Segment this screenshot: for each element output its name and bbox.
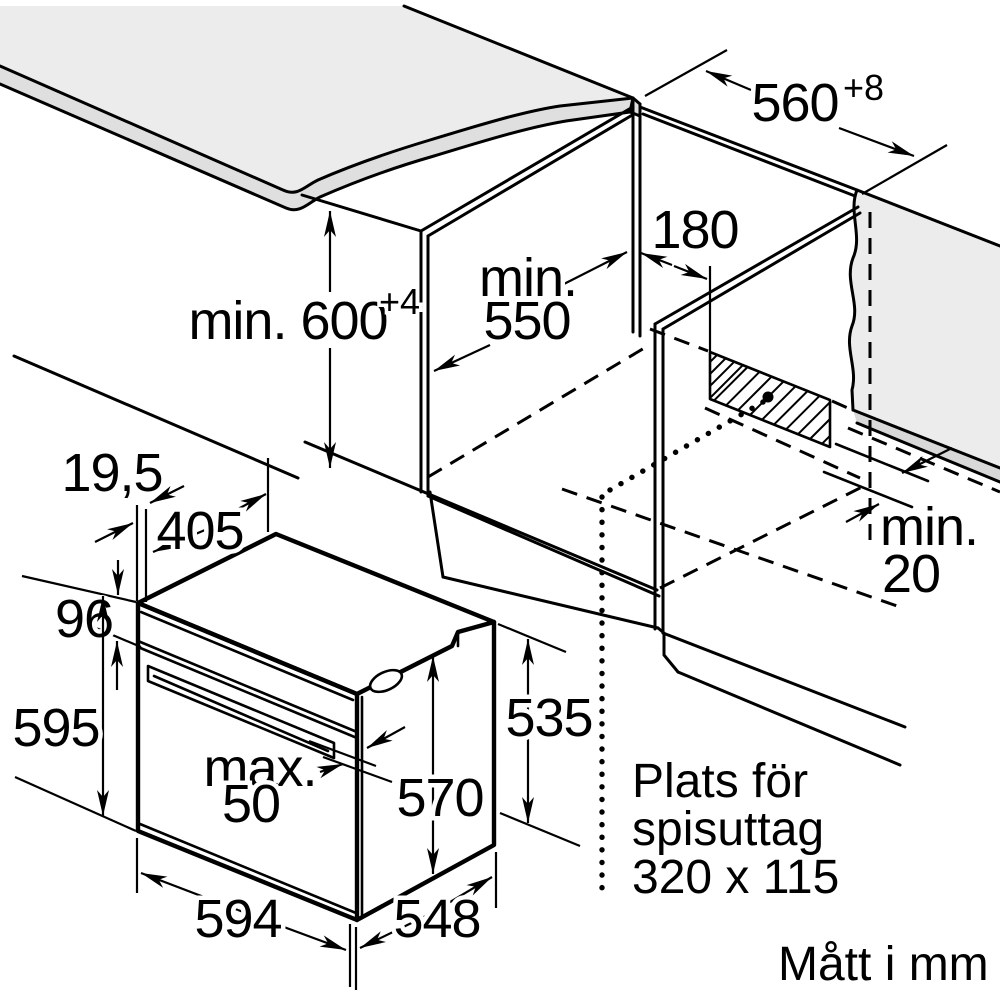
plinth-step bbox=[656, 626, 680, 674]
wall-base-strip bbox=[853, 410, 1000, 482]
control-panel-bottom bbox=[136, 639, 359, 740]
dim-rear-height: 535 bbox=[497, 622, 598, 848]
left-cabinet-floor-line bbox=[12, 354, 300, 480]
oven-top-front-inner bbox=[139, 610, 355, 702]
hidden-floor-back-left bbox=[427, 345, 647, 479]
dim-niche-height: min. 600 +4 bbox=[184, 211, 424, 468]
rear-gap-label-2: 20 bbox=[882, 544, 940, 604]
floor-line-right-1 bbox=[661, 631, 907, 729]
niche-top-rail-right bbox=[638, 105, 859, 198]
wall-surface bbox=[849, 190, 1000, 468]
outlet-hatching bbox=[709, 354, 831, 445]
rear-height-label: 535 bbox=[505, 688, 592, 748]
dim-oven-depth: 548 bbox=[359, 852, 498, 954]
cabinet-floor-front-edge bbox=[303, 440, 661, 598]
niche-top-edge bbox=[419, 106, 636, 238]
dim-oven-width: 594 bbox=[135, 838, 358, 990]
dim-top-depth: 405 bbox=[152, 458, 270, 566]
dim-rear-gap: min. 20 bbox=[845, 447, 984, 609]
niche-cabinet bbox=[12, 96, 930, 767]
units-label: Mått i mm bbox=[778, 938, 989, 991]
dim-handle-clearance: max. 50 bbox=[199, 726, 406, 839]
oven-front-outline bbox=[135, 600, 360, 923]
rear-gap-line-upper bbox=[834, 442, 930, 483]
oven-side-face bbox=[357, 622, 494, 920]
niche-depth-label-2: 550 bbox=[483, 291, 570, 351]
niche-width-tolerance: +8 bbox=[843, 67, 884, 108]
outlet-note-line2: spisuttag bbox=[632, 803, 824, 856]
hidden-backwall-line-a bbox=[649, 327, 851, 411]
dim-oven-height: 595 bbox=[8, 596, 137, 833]
dim-outlet-offset: 180 bbox=[640, 196, 744, 281]
dim-niche-depth: min. 550 bbox=[433, 244, 628, 372]
door-bottom-inner bbox=[138, 822, 358, 915]
right-wall bbox=[847, 188, 1000, 494]
outlet-note-line1: Plats för bbox=[632, 755, 808, 808]
handle-clearance-label-2: 50 bbox=[222, 774, 280, 834]
niche-depth-label-1: min. bbox=[479, 248, 577, 308]
hidden-floor-long bbox=[561, 487, 901, 609]
door-height-label: 570 bbox=[396, 768, 483, 828]
top-depth-label: 405 bbox=[156, 501, 243, 561]
dim-door-height: 570 bbox=[392, 656, 489, 874]
oven bbox=[135, 531, 497, 923]
niche-height-label: min. 600 bbox=[188, 291, 387, 351]
wall-base-strip-top bbox=[851, 408, 1000, 470]
wall-base-strip-bottom bbox=[855, 421, 1000, 484]
floor-end-face bbox=[428, 490, 445, 579]
rear-gap-label-1: min. bbox=[880, 497, 978, 557]
dim-panel-thickness: 19,5 bbox=[57, 439, 185, 602]
outlet-note: Plats för spisuttag 320 x 115 bbox=[632, 755, 839, 904]
side-panel-right-top bbox=[653, 205, 862, 331]
panel-height-label: 96 bbox=[55, 589, 113, 649]
oven-handle bbox=[146, 664, 336, 760]
panel-thickness-label: 19,5 bbox=[61, 443, 162, 503]
worktop-back-edge bbox=[402, 4, 635, 100]
side-grip-hole bbox=[368, 668, 404, 694]
worktop-front-edge-top bbox=[0, 64, 635, 194]
handle-clearance-label-1: max. bbox=[203, 738, 316, 798]
oven-width-label: 594 bbox=[194, 889, 281, 949]
dim-panel-height: 96 bbox=[21, 560, 142, 690]
worktop-underside-edge bbox=[300, 193, 423, 233]
oven-front-face bbox=[138, 603, 357, 920]
oven-depth-label: 548 bbox=[393, 889, 480, 949]
outlet-trace-diagonal bbox=[600, 399, 766, 497]
niche-left-edge bbox=[419, 229, 430, 498]
oven-top-face bbox=[138, 534, 494, 694]
wall-torn-edge bbox=[847, 188, 859, 412]
worktop-front-edge-bottom bbox=[0, 82, 632, 212]
dim-niche-width: 560 +8 bbox=[644, 49, 948, 195]
outlet-note-line3: 320 x 115 bbox=[632, 851, 839, 904]
dimensions: 560 +8 min. 600 +4 min. 550 180 min. bbox=[8, 49, 984, 990]
outlet-zone bbox=[599, 266, 832, 893]
niche-back-left-corner bbox=[631, 96, 642, 338]
plinth-front-edge bbox=[441, 575, 660, 630]
oven-handle-inner bbox=[152, 674, 330, 753]
outlet-offset-label: 180 bbox=[651, 200, 738, 260]
hidden-floor-right bbox=[659, 482, 869, 590]
rear-gap-line-lower bbox=[822, 470, 914, 509]
worktop bbox=[0, 4, 642, 233]
niche-width-label: 560 bbox=[751, 73, 838, 133]
worktop-surface bbox=[0, 6, 633, 193]
niche-height-tolerance: +4 bbox=[379, 281, 420, 322]
oven-side-outline bbox=[354, 619, 497, 923]
wall-top-edge bbox=[855, 188, 1000, 248]
oven-height-label: 595 bbox=[12, 698, 99, 758]
floor-line-right-2 bbox=[676, 670, 902, 767]
side-panel-right-front bbox=[653, 322, 665, 635]
outlet-dot bbox=[762, 391, 774, 403]
